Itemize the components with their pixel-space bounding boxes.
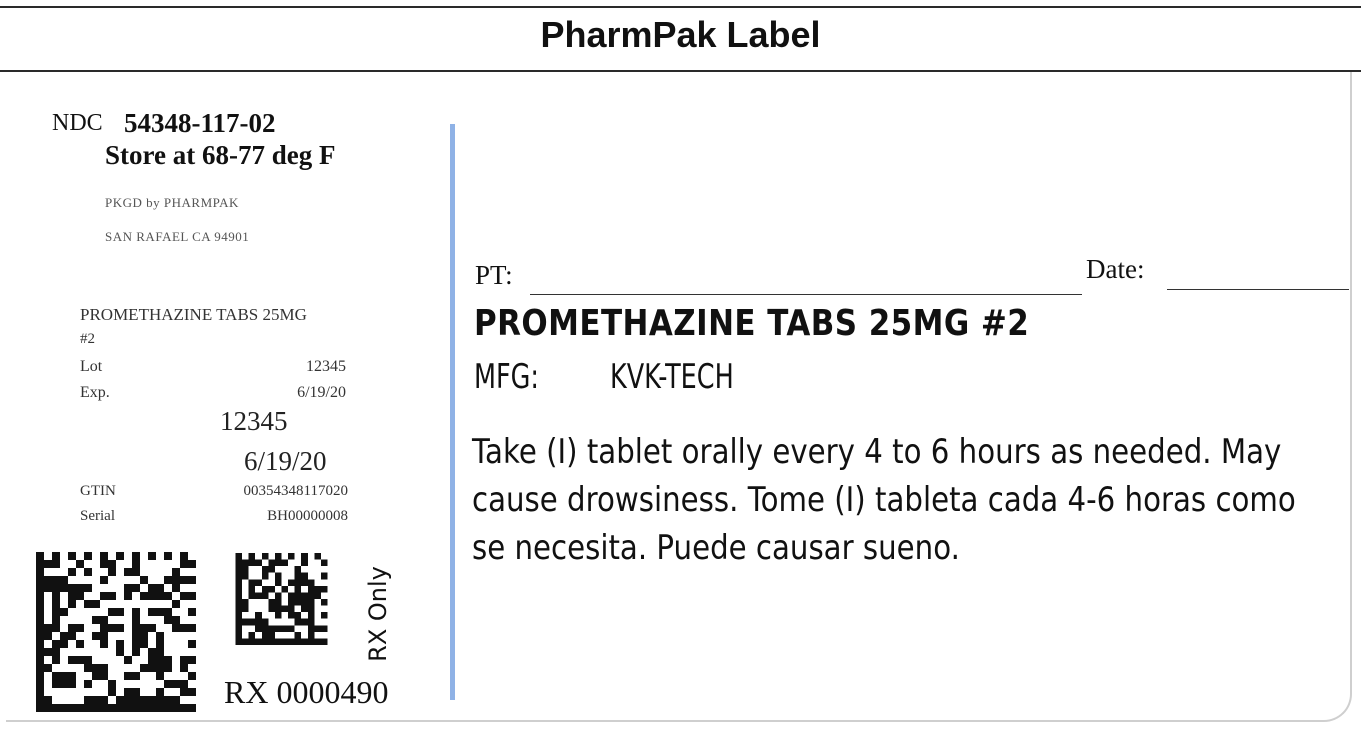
exp-value: 6/19/20	[297, 384, 346, 401]
top-rule	[0, 6, 1361, 8]
mfg-value: KVK-TECH	[610, 357, 734, 397]
patient-label: PT:	[475, 260, 513, 290]
directions-text: Take (I) tablet orally every 4 to 6 hour…	[472, 432, 1296, 568]
drug-count-small: #2	[80, 331, 95, 347]
lot-value: 12345	[306, 358, 346, 375]
datamatrix-barcode-small	[235, 553, 328, 645]
ndc-label: NDC	[52, 110, 103, 136]
rx-only-label: RX Only	[364, 566, 392, 662]
lot-number-large: 12345	[220, 406, 288, 436]
lot-label: Lot	[80, 358, 103, 375]
header-rule	[0, 70, 1361, 72]
datamatrix-barcode-large	[36, 552, 196, 712]
label-card	[6, 72, 1352, 722]
rx-number: RX 0000490	[224, 674, 389, 710]
date-line	[1167, 289, 1349, 290]
panel-divider	[450, 124, 455, 700]
drug-name-small: PROMETHAZINE TABS 25MG	[80, 305, 307, 324]
date-label: Date:	[1086, 254, 1145, 284]
mfg-label: MFG:	[474, 357, 540, 397]
patient-line	[530, 294, 1082, 295]
gtin-value: 00354348117020	[243, 483, 348, 499]
ndc-value: 54348-117-02	[124, 108, 276, 138]
page-title: PharmPak Label	[540, 14, 821, 55]
storage-instructions: Store at 68-77 deg F	[105, 140, 336, 170]
exp-date-large: 6/19/20	[244, 446, 327, 476]
gtin-label: GTIN	[80, 483, 116, 499]
packager-address: SAN RAFAEL CA 94901	[105, 229, 250, 244]
serial-label: Serial	[80, 508, 115, 524]
serial-value: BH00000008	[267, 508, 348, 524]
exp-label: Exp.	[80, 384, 110, 401]
drug-name-large: PROMETHAZINE TABS 25MG #2	[474, 303, 1030, 344]
packaged-by: PKGD by PHARMPAK	[105, 195, 239, 210]
